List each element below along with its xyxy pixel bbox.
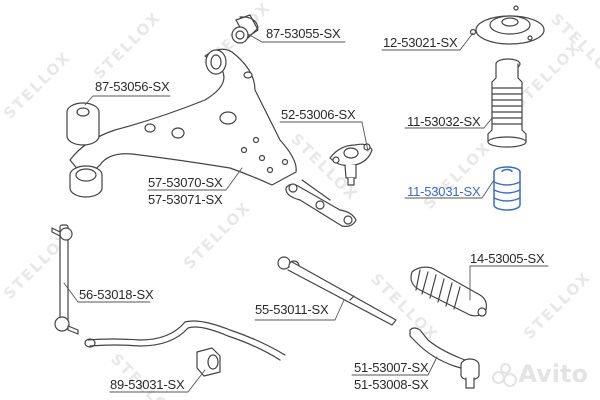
part-label-57-53071[interactable]: 57-53071-SX (148, 192, 223, 207)
ball-joint-part (329, 143, 373, 186)
lower-link-part (285, 179, 357, 227)
bushing-front-part (66, 102, 103, 198)
part-label-55-53011[interactable]: 55-53011-SX (255, 302, 329, 317)
avito-text: Avito (518, 360, 588, 388)
strut-mount-part (469, 5, 545, 45)
part-label-89-53031[interactable]: 89-53031-SX (110, 377, 185, 392)
part-label-56-53018[interactable]: 56-53018-SX (79, 287, 154, 302)
inner-tie-rod-part (277, 256, 397, 326)
part-label-87-53055[interactable]: 87-53055-SX (266, 26, 341, 41)
avito-logo-icon (492, 363, 518, 387)
tie-rod-end-part (409, 327, 480, 389)
stabilizer-bar-part (84, 320, 286, 361)
bump-stop-part (493, 166, 521, 211)
part-label-57-53070[interactable]: 57-53070-SX (148, 175, 223, 190)
part-label-11-53031[interactable]: 11-53031-SX (407, 184, 481, 199)
part-label-52-53006[interactable]: 52-53006-SX (281, 107, 356, 122)
part-label-14-53005[interactable]: 14-53005-SX (470, 251, 545, 266)
part-label-51-53008[interactable]: 51-53008-SX (354, 377, 429, 392)
bushing-upper-part (231, 14, 259, 44)
stabilizer-link-part (51, 224, 79, 335)
part-label-51-53007[interactable]: 51-53007-SX (354, 360, 429, 375)
part-label-11-53032[interactable]: 11-53032-SX (407, 114, 481, 129)
leader-lines (63, 32, 549, 393)
part-label-12-53021[interactable]: 12-53021-SX (383, 35, 458, 50)
stabilizer-bushing-part (196, 347, 221, 377)
dust-boot-part (487, 58, 527, 148)
avito-watermark: Avito (492, 360, 588, 388)
control-arm-part (69, 48, 297, 186)
part-label-87-53056[interactable]: 87-53056-SX (95, 79, 170, 94)
rack-boot-part (410, 266, 487, 317)
